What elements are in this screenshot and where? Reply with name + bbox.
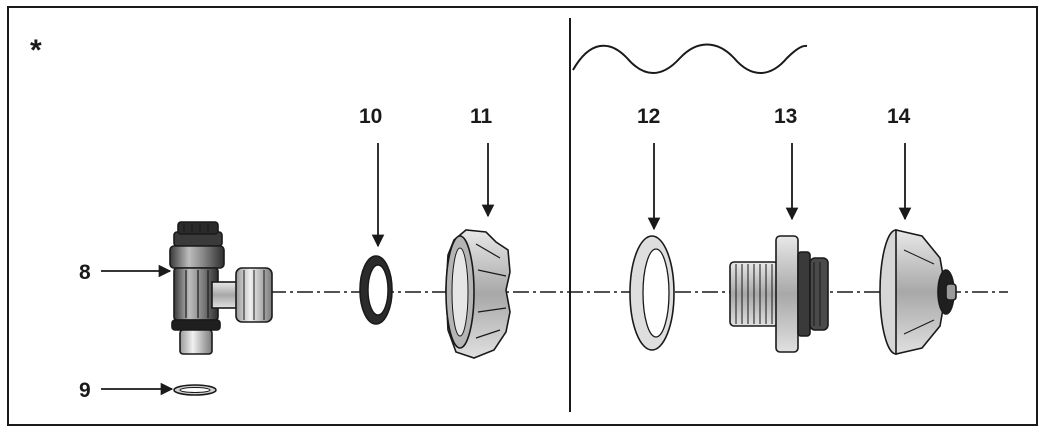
diagram-frame xyxy=(7,6,1038,426)
label-part-10: 10 xyxy=(359,105,382,128)
label-part-11: 11 xyxy=(470,105,493,128)
label-part-12: 12 xyxy=(637,105,660,128)
part-12-flat-gasket xyxy=(629,235,675,351)
part-9-o-ring xyxy=(173,384,217,396)
corner-asterisk-mark: * xyxy=(30,34,42,67)
label-part-8: 8 xyxy=(79,261,91,284)
label-part-14: 14 xyxy=(887,105,911,128)
label-part-13: 13 xyxy=(774,105,797,128)
part-14-return-nozzle xyxy=(879,228,957,356)
part-10-ring-seal xyxy=(359,255,393,325)
water-surface-wave-icon xyxy=(572,43,808,74)
part-11-lock-nut xyxy=(445,229,511,359)
label-part-9: 9 xyxy=(79,379,91,402)
part-13-threaded-fitting xyxy=(729,235,829,353)
part-8-valve-body xyxy=(169,221,273,355)
